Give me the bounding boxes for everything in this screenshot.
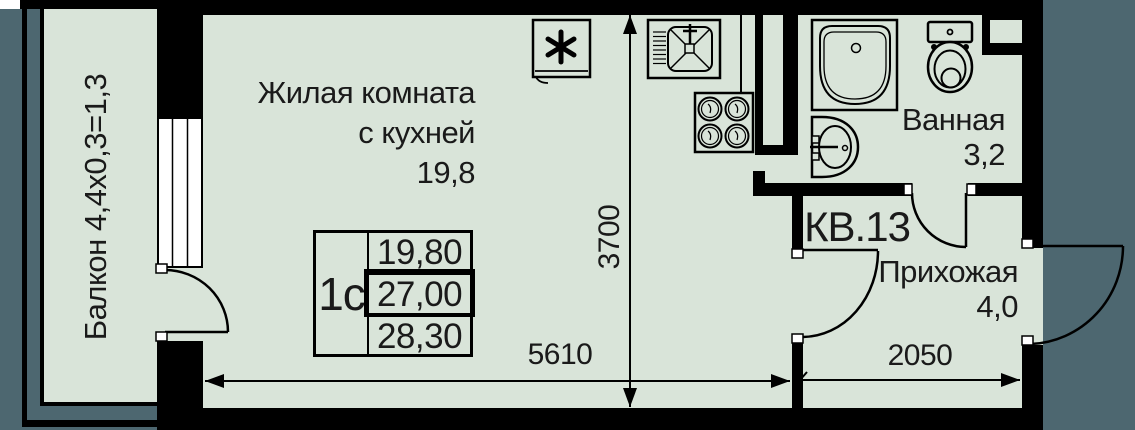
bathroom-name: Ванная: [901, 102, 1006, 137]
window-icon: [157, 117, 203, 268]
wall-duct-right: [783, 9, 798, 145]
dim-line-2050: [792, 371, 1020, 389]
wall-hall-lower: [792, 343, 803, 408]
living-room-label: Жилая комната с кухней 19,8: [203, 73, 476, 193]
wall-duct-bottom: [755, 145, 798, 155]
hallway-door-icon: [802, 248, 880, 339]
doors: [164, 192, 1125, 346]
exterior-area: [1043, 0, 1135, 430]
entrance-door-icon: [1028, 244, 1125, 346]
stove-icon: [693, 91, 755, 154]
wall-balcony-top: [20, 0, 157, 9]
dim-line-3700: [623, 15, 637, 407]
wall-bottom: [157, 408, 1043, 430]
dim-line-5610: [205, 374, 790, 388]
bathtub-icon: [810, 18, 899, 112]
wall-bath-bottom-right: [968, 183, 1022, 196]
bathroom-label: Ванная 3,2: [845, 102, 1006, 172]
living-room-name-line1: Жилая комната: [257, 75, 476, 110]
balcony-railing: [0, 9, 157, 430]
toilet-icon: [926, 20, 974, 94]
hallway-name: Прихожая: [878, 254, 1018, 289]
wall-left-pier: [157, 9, 203, 118]
wall-hall-upper: [792, 196, 803, 250]
apartment-number-label: КВ.13: [804, 203, 911, 250]
living-room-area: 19,8: [416, 155, 476, 190]
bathroom-area: 3,2: [963, 137, 1005, 172]
wall-duct-left: [755, 9, 763, 145]
unit-type-cell: 1с: [316, 233, 369, 354]
balcony-label: Балкон 4,4х0,3=1,3: [78, 73, 113, 341]
dim-label-3700: 3700: [593, 204, 626, 270]
unit-info-table: 1с 19,80 27,00 28,30: [313, 230, 473, 357]
wall-right-lower: [1022, 345, 1043, 408]
vent-shaft: [990, 20, 1022, 43]
wall-top: [157, 0, 1043, 15]
total-area-cell: 28,30: [376, 317, 463, 356]
wall-right-upper: [1022, 9, 1043, 248]
dim-label-2050: 2050: [887, 339, 953, 372]
washbasin-icon: [810, 115, 860, 179]
living-area-cell: 19,80: [369, 233, 470, 275]
walls: [20, 0, 1043, 430]
wall-stub: [753, 171, 765, 185]
apartment-area-cell: 27,00: [369, 275, 470, 317]
dimension-lines: [205, 15, 1020, 407]
fridge-icon: [531, 18, 592, 84]
balcony-door-icon: [164, 268, 230, 334]
bathroom-door-icon: [910, 192, 968, 249]
dim-label-5610: 5610: [527, 338, 593, 371]
wall-bath-bottom-left: [753, 183, 912, 196]
hallway-label: Прихожая 4,0: [858, 254, 1018, 324]
balcony-floor: [44, 9, 157, 402]
kitchen-sink-icon: [646, 18, 722, 80]
living-room-name-line2: с кухней: [358, 115, 475, 150]
hallway-area: 4,0: [976, 289, 1018, 324]
door-jambs: [155, 183, 1034, 346]
